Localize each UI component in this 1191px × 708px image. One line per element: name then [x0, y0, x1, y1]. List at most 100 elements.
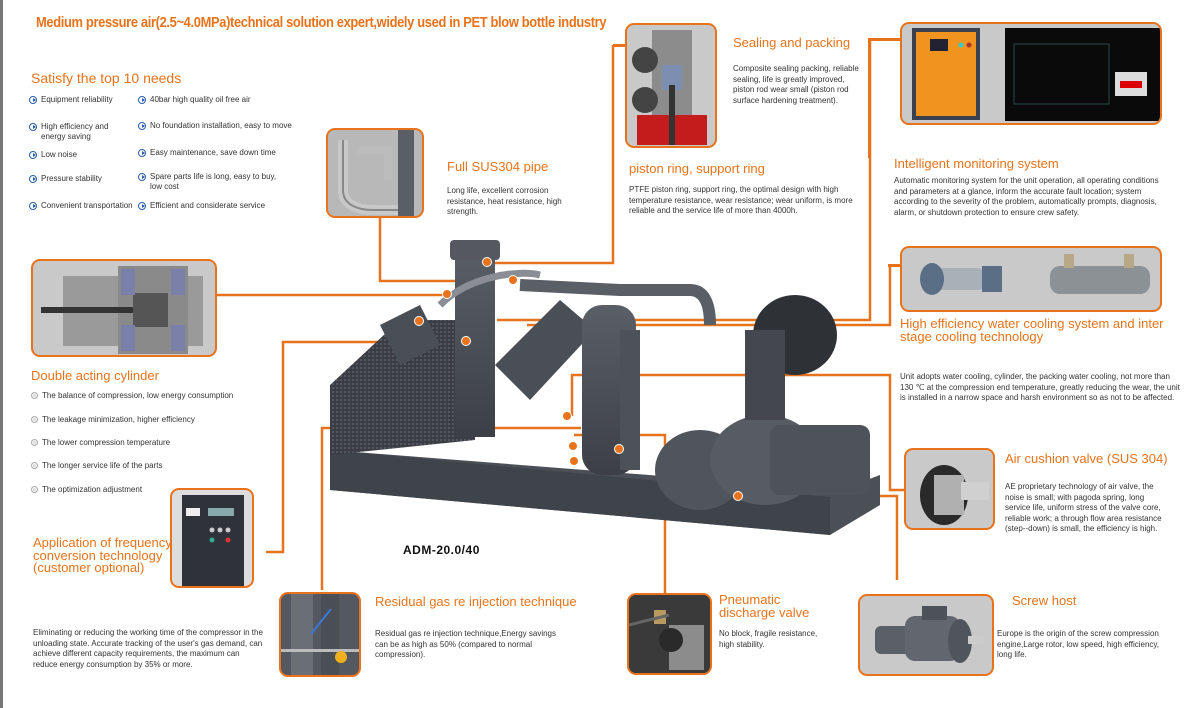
- residual-body: Residual gas re injection technique,Ener…: [375, 629, 556, 659]
- residual-illustration: [281, 594, 359, 675]
- screw-illustration: [875, 606, 984, 663]
- double-acting-cylinder-image: [31, 259, 217, 357]
- callout-dot: [569, 456, 579, 466]
- residual-title: Residual gas re injection technique: [375, 594, 577, 609]
- screw-title: Screw host: [1012, 593, 1077, 608]
- headline: Medium pressure air(2.5~4.0MPa)technical…: [36, 14, 607, 31]
- need-item: No foundation installation, easy to move: [138, 121, 298, 131]
- piston-title: piston ring, support ring: [629, 161, 765, 176]
- monitoring-body: Automatic monitoring system for the unit…: [894, 176, 1159, 217]
- play-icon: [138, 173, 146, 181]
- play-icon: [138, 96, 146, 104]
- valve-illustration: [629, 595, 710, 673]
- valve-body: AE proprietary technology of air valve, …: [1005, 482, 1162, 533]
- bullet-icon: [31, 392, 38, 399]
- monitoring-system-image: [900, 22, 1162, 125]
- connector-freq-v: [266, 342, 285, 554]
- left-border: [0, 0, 3, 708]
- need-item: 40bar high quality oil free air: [138, 95, 298, 105]
- pneumatic-body: No block, fragile resistance, high stabi…: [719, 629, 818, 649]
- seal-illustration: [632, 30, 707, 145]
- need-item: Efficient and considerate service: [138, 201, 298, 211]
- need-item: Easy maintenance, save down time: [138, 148, 298, 158]
- callout-dot: [562, 411, 572, 421]
- need-item: Convenient transportation: [29, 201, 144, 211]
- need-label: Easy maintenance, save down time: [150, 148, 276, 157]
- sealing-body: Composite sealing packing, reliable seal…: [733, 64, 859, 105]
- cylinder-item: The balance of compression, low energy c…: [31, 391, 261, 401]
- cylinder-item: The lower compression temperature: [31, 438, 261, 448]
- sealing-packing-image: [625, 23, 717, 148]
- play-icon: [29, 123, 37, 131]
- cylinder-illustration: [41, 266, 203, 354]
- callout-dot: [508, 275, 518, 285]
- cylinder-item: The optimization adjustment: [31, 485, 261, 495]
- air-valve-illustration: [920, 465, 989, 525]
- bullet-icon: [31, 462, 38, 469]
- play-icon: [29, 202, 37, 210]
- pneumatic-valve-image: [627, 593, 712, 675]
- need-item: Pressure stability: [29, 174, 134, 184]
- cylinder-item-label: The lower compression temperature: [42, 438, 171, 447]
- need-label: Spare parts life is long, easy to buy, l…: [150, 172, 277, 191]
- valve-title: Air cushion valve (SUS 304): [1005, 451, 1168, 466]
- bullet-icon: [31, 416, 38, 423]
- play-icon: [138, 149, 146, 157]
- need-item: Equipment reliability: [29, 95, 134, 105]
- need-label: Low noise: [41, 150, 78, 159]
- need-label: 40bar high quality oil free air: [150, 95, 251, 104]
- sus304-title: Full SUS304 pipe: [447, 159, 549, 174]
- monitor-illustration: [912, 28, 1160, 121]
- need-label: High efficiency and energy saving: [41, 122, 109, 141]
- bullet-icon: [31, 486, 38, 493]
- pneumatic-title: Pneumatic discharge valve: [719, 592, 810, 620]
- callout-dot: [482, 257, 492, 267]
- callout-dot: [733, 491, 743, 501]
- monitoring-title: Intelligent monitoring system: [894, 156, 1059, 171]
- inverter-illustration: [182, 495, 244, 586]
- screw-host-image: [858, 594, 994, 676]
- sus304-body: Long life, excellent corrosion resistanc…: [447, 186, 562, 216]
- play-icon: [138, 202, 146, 210]
- connector-sealing-tip: [613, 44, 625, 47]
- connector-monitor-horizontal: [868, 38, 900, 41]
- need-label: Pressure stability: [41, 174, 102, 183]
- cylinder-item-label: The balance of compression, low energy c…: [42, 391, 234, 400]
- frequency-body: Eliminating or reducing the working time…: [33, 628, 263, 669]
- play-icon: [29, 96, 37, 104]
- cooler-illustration: [920, 254, 1150, 295]
- air-cushion-valve-image: [904, 448, 995, 530]
- connector-sealing: [463, 45, 615, 265]
- cylinder-title: Double acting cylinder: [31, 368, 159, 383]
- compressor-machine-image: [330, 240, 880, 535]
- pipe-illustration: [338, 130, 414, 216]
- cylinder-item: The longer service life of the parts: [31, 461, 261, 471]
- cylinder-item-label: The longer service life of the parts: [42, 461, 163, 470]
- connector-cooling-tip: [888, 264, 900, 267]
- bullet-icon: [31, 439, 38, 446]
- frequency-title: Application of frequency conversion tech…: [33, 535, 172, 575]
- callout-dot: [614, 444, 624, 454]
- cylinder-item-label: The leakage minimization, higher efficie…: [42, 415, 195, 424]
- need-item: High efficiency and energy saving: [29, 122, 134, 141]
- needs-title: Satisfy the top 10 needs: [31, 70, 182, 86]
- need-label: Efficient and considerate service: [150, 201, 266, 210]
- sus304-pipe-image: [326, 128, 424, 218]
- connector-cooling: [527, 265, 892, 327]
- cylinder-item-label: The optimization adjustment: [42, 485, 143, 494]
- callout-dot: [461, 336, 471, 346]
- frequency-inverter-image: [170, 488, 254, 588]
- need-label: No foundation installation, easy to move: [150, 121, 292, 130]
- callout-dot: [414, 316, 424, 326]
- callout-dot: [442, 289, 452, 299]
- piston-body: PTFE piston ring, support ring, the opti…: [629, 185, 853, 215]
- cooling-title: High efficiency water cooling system and…: [900, 316, 1164, 344]
- cooling-body: Unit adopts water cooling, cylinder, the…: [900, 372, 1180, 402]
- screw-body: Europe is the origin of the screw compre…: [997, 629, 1160, 659]
- water-cooling-image: [900, 246, 1162, 312]
- play-icon: [29, 175, 37, 183]
- connector-sus304: [378, 216, 487, 283]
- need-label: Equipment reliability: [41, 95, 113, 104]
- callout-dot: [568, 441, 578, 451]
- connector-monitor-vertical: [868, 38, 871, 158]
